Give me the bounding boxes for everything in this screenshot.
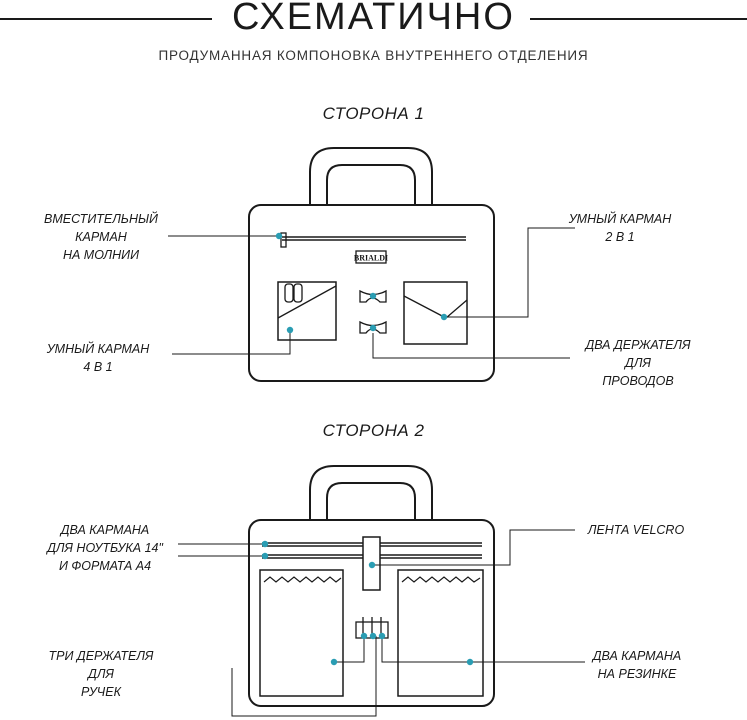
side-2-bag <box>248 465 495 707</box>
label-smart-pocket-2in1: УМНЫЙ КАРМАН 2 В 1 <box>568 212 672 244</box>
page-title: СХЕМАТИЧНО <box>232 0 515 38</box>
dot-elastic-right <box>466 658 474 666</box>
label-elastic-pockets: ДВА КАРМАНА НА РЕЗИНКЕ <box>592 649 682 681</box>
dot-smart-pocket-4in1 <box>286 326 294 334</box>
dot-pen-holder-1 <box>360 632 368 640</box>
dot-smart-pocket-2in1 <box>440 313 448 321</box>
zipper-pull <box>280 232 287 248</box>
label-cable-holders: ДВА ДЕРЖАТЕЛЯ ДЛЯ ПРОВОДОВ <box>585 338 691 388</box>
title-rule-left <box>0 18 212 20</box>
dot-pen-holder-3 <box>378 632 386 640</box>
side-2-handle-inner <box>326 482 416 520</box>
side-2-bag-body <box>248 519 495 707</box>
header: СХЕМАТИЧНО <box>0 0 747 40</box>
smart-pocket-4in1 <box>277 281 337 341</box>
dot-cable-holder-2 <box>369 324 377 332</box>
label-smart-pocket-4in1: УМНЫЙ КАРМАН 4 В 1 <box>46 342 150 374</box>
label-pen-holders: ТРИ ДЕРЖАТЕЛЯ ДЛЯ РУЧЕК <box>48 649 154 699</box>
brand-label-box <box>355 250 387 264</box>
elastic-pocket-right <box>397 569 484 697</box>
title-rule-right <box>530 18 747 20</box>
dot-cable-holder-1 <box>369 292 377 300</box>
side-2-title: СТОРОНА 2 <box>322 421 425 440</box>
label-laptop-pockets: ДВА КАРМАНА ДЛЯ НОУТБУКА 14" И ФОРМАТА А… <box>47 523 163 573</box>
cable-holder-top <box>359 289 387 303</box>
dot-pen-holder-2 <box>369 632 377 640</box>
side-1-handle <box>309 147 433 205</box>
side-1-handle-inner <box>326 164 416 205</box>
page-subtitle: ПРОДУМАННАЯ КОМПОНОВКА ВНУТРЕННЕГО ОТДЕЛ… <box>158 48 589 63</box>
side-1-bag-body <box>248 204 495 382</box>
cable-holder-bottom <box>359 320 387 334</box>
side-2-leaders <box>178 529 585 717</box>
dot-laptop-pocket-1 <box>261 540 269 548</box>
side-1-leaders <box>168 227 575 359</box>
marker-dots <box>261 232 474 666</box>
elastic-pocket-left <box>259 569 344 697</box>
smart-pocket-2in1 <box>403 281 468 345</box>
dot-elastic-left <box>330 658 338 666</box>
label-zip-pocket: ВМЕСТИТЕЛЬНЫЙ КАРМАН НА МОЛНИИ <box>43 212 158 262</box>
brand-text: BRIALDI <box>354 254 388 263</box>
dot-laptop-pocket-2 <box>261 552 269 560</box>
dot-velcro <box>368 561 376 569</box>
side-1-bag <box>248 147 495 382</box>
side-2-handle <box>309 465 433 520</box>
dot-zip-pocket <box>275 232 283 240</box>
label-velcro: ЛЕНТА VELCRO <box>587 523 685 537</box>
side-1-title: СТОРОНА 1 <box>322 104 425 123</box>
